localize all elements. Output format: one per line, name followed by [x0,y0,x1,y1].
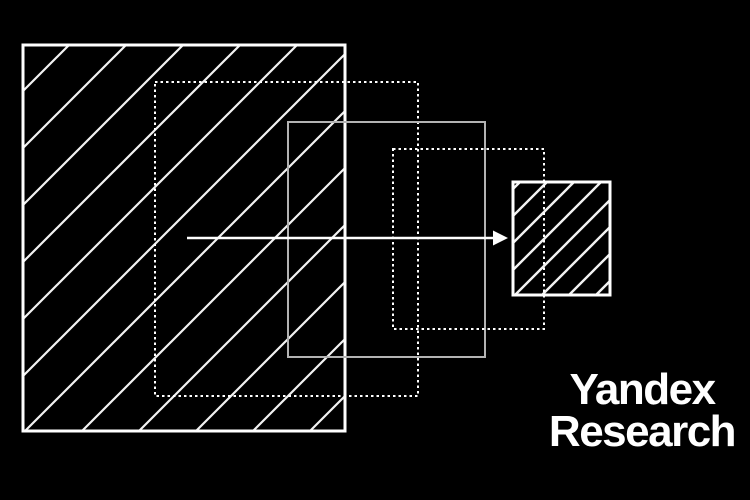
small-hatched-rectangle [511,180,612,297]
brand-line-1: Yandex [569,365,716,414]
arrow-head [493,230,508,246]
brand-wordmark: Yandex Research [522,365,750,456]
solid-rectangle-middle [287,121,486,358]
brand-line-2: Research [548,407,737,456]
arrow-right-icon [187,230,508,246]
